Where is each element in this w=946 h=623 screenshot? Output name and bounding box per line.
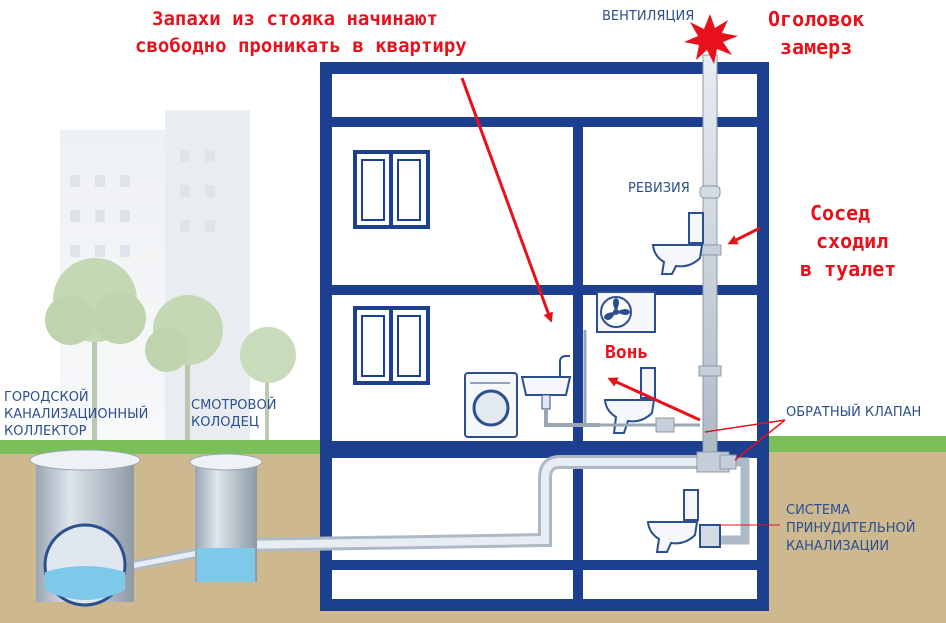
basement-frame — [320, 446, 769, 611]
red-annotations: Запахи из стояка начинают свободно прони… — [135, 7, 896, 363]
annotation-neighbor-2: сходил — [816, 229, 888, 253]
label-pump-3: КАНАЛИЗАЦИИ — [786, 539, 889, 554]
label-well-2: КОЛОДЕЦ — [191, 415, 259, 430]
annotation-smell-1: Запахи из стояка начинают — [152, 8, 438, 30]
background-buildings — [60, 110, 250, 445]
annotation-neighbor-3: в туалет — [800, 257, 896, 281]
label-well-1: СМОТРОВОЙ — [191, 397, 276, 413]
window-upper — [353, 150, 430, 229]
check-valve-middle — [655, 417, 675, 433]
toilet-basement — [646, 489, 721, 553]
annotation-smell-2: свободно проникать в квартиру — [135, 35, 467, 57]
label-ventilation: ВЕНТИЛЯЦИЯ — [602, 9, 694, 24]
trees — [45, 258, 296, 440]
blue-labels: ВЕНТИЛЯЦИЯ РЕВИЗИЯ ОБРАТНЫЙ КЛАПАН ГОРОД… — [4, 9, 921, 554]
fan-unit — [596, 291, 656, 333]
annotation-neighbor-1: Сосед — [810, 201, 870, 225]
check-valve-basement — [719, 454, 737, 470]
annotation-arrows — [460, 77, 786, 461]
label-pump-1: СИСТЕМА — [786, 503, 850, 518]
frozen-cap-burst-icon — [684, 14, 738, 64]
inspection-well — [189, 453, 263, 582]
label-collector-1: ГОРОДСКОЙ — [4, 389, 89, 405]
toilet-upper — [651, 212, 704, 275]
annotation-stench: Вонь — [605, 342, 648, 363]
label-collector-3: КОЛЛЕКТОР — [4, 424, 87, 439]
label-revision: РЕВИЗИЯ — [628, 181, 690, 196]
label-check-valve: ОБРАТНЫЙ КЛАПАН — [786, 404, 921, 420]
window-lower — [353, 306, 430, 385]
city-collector-well — [29, 449, 141, 607]
annotation-cap-1: Оголовок — [768, 7, 864, 31]
sink — [520, 355, 600, 427]
label-collector-2: КАНАЛИЗАЦИОННЫЙ — [4, 406, 148, 422]
annotation-cap-2: замерз — [780, 35, 852, 59]
label-pump-2: ПРИНУДИТЕЛЬНОЙ — [786, 520, 916, 536]
washing-machine — [464, 372, 518, 438]
